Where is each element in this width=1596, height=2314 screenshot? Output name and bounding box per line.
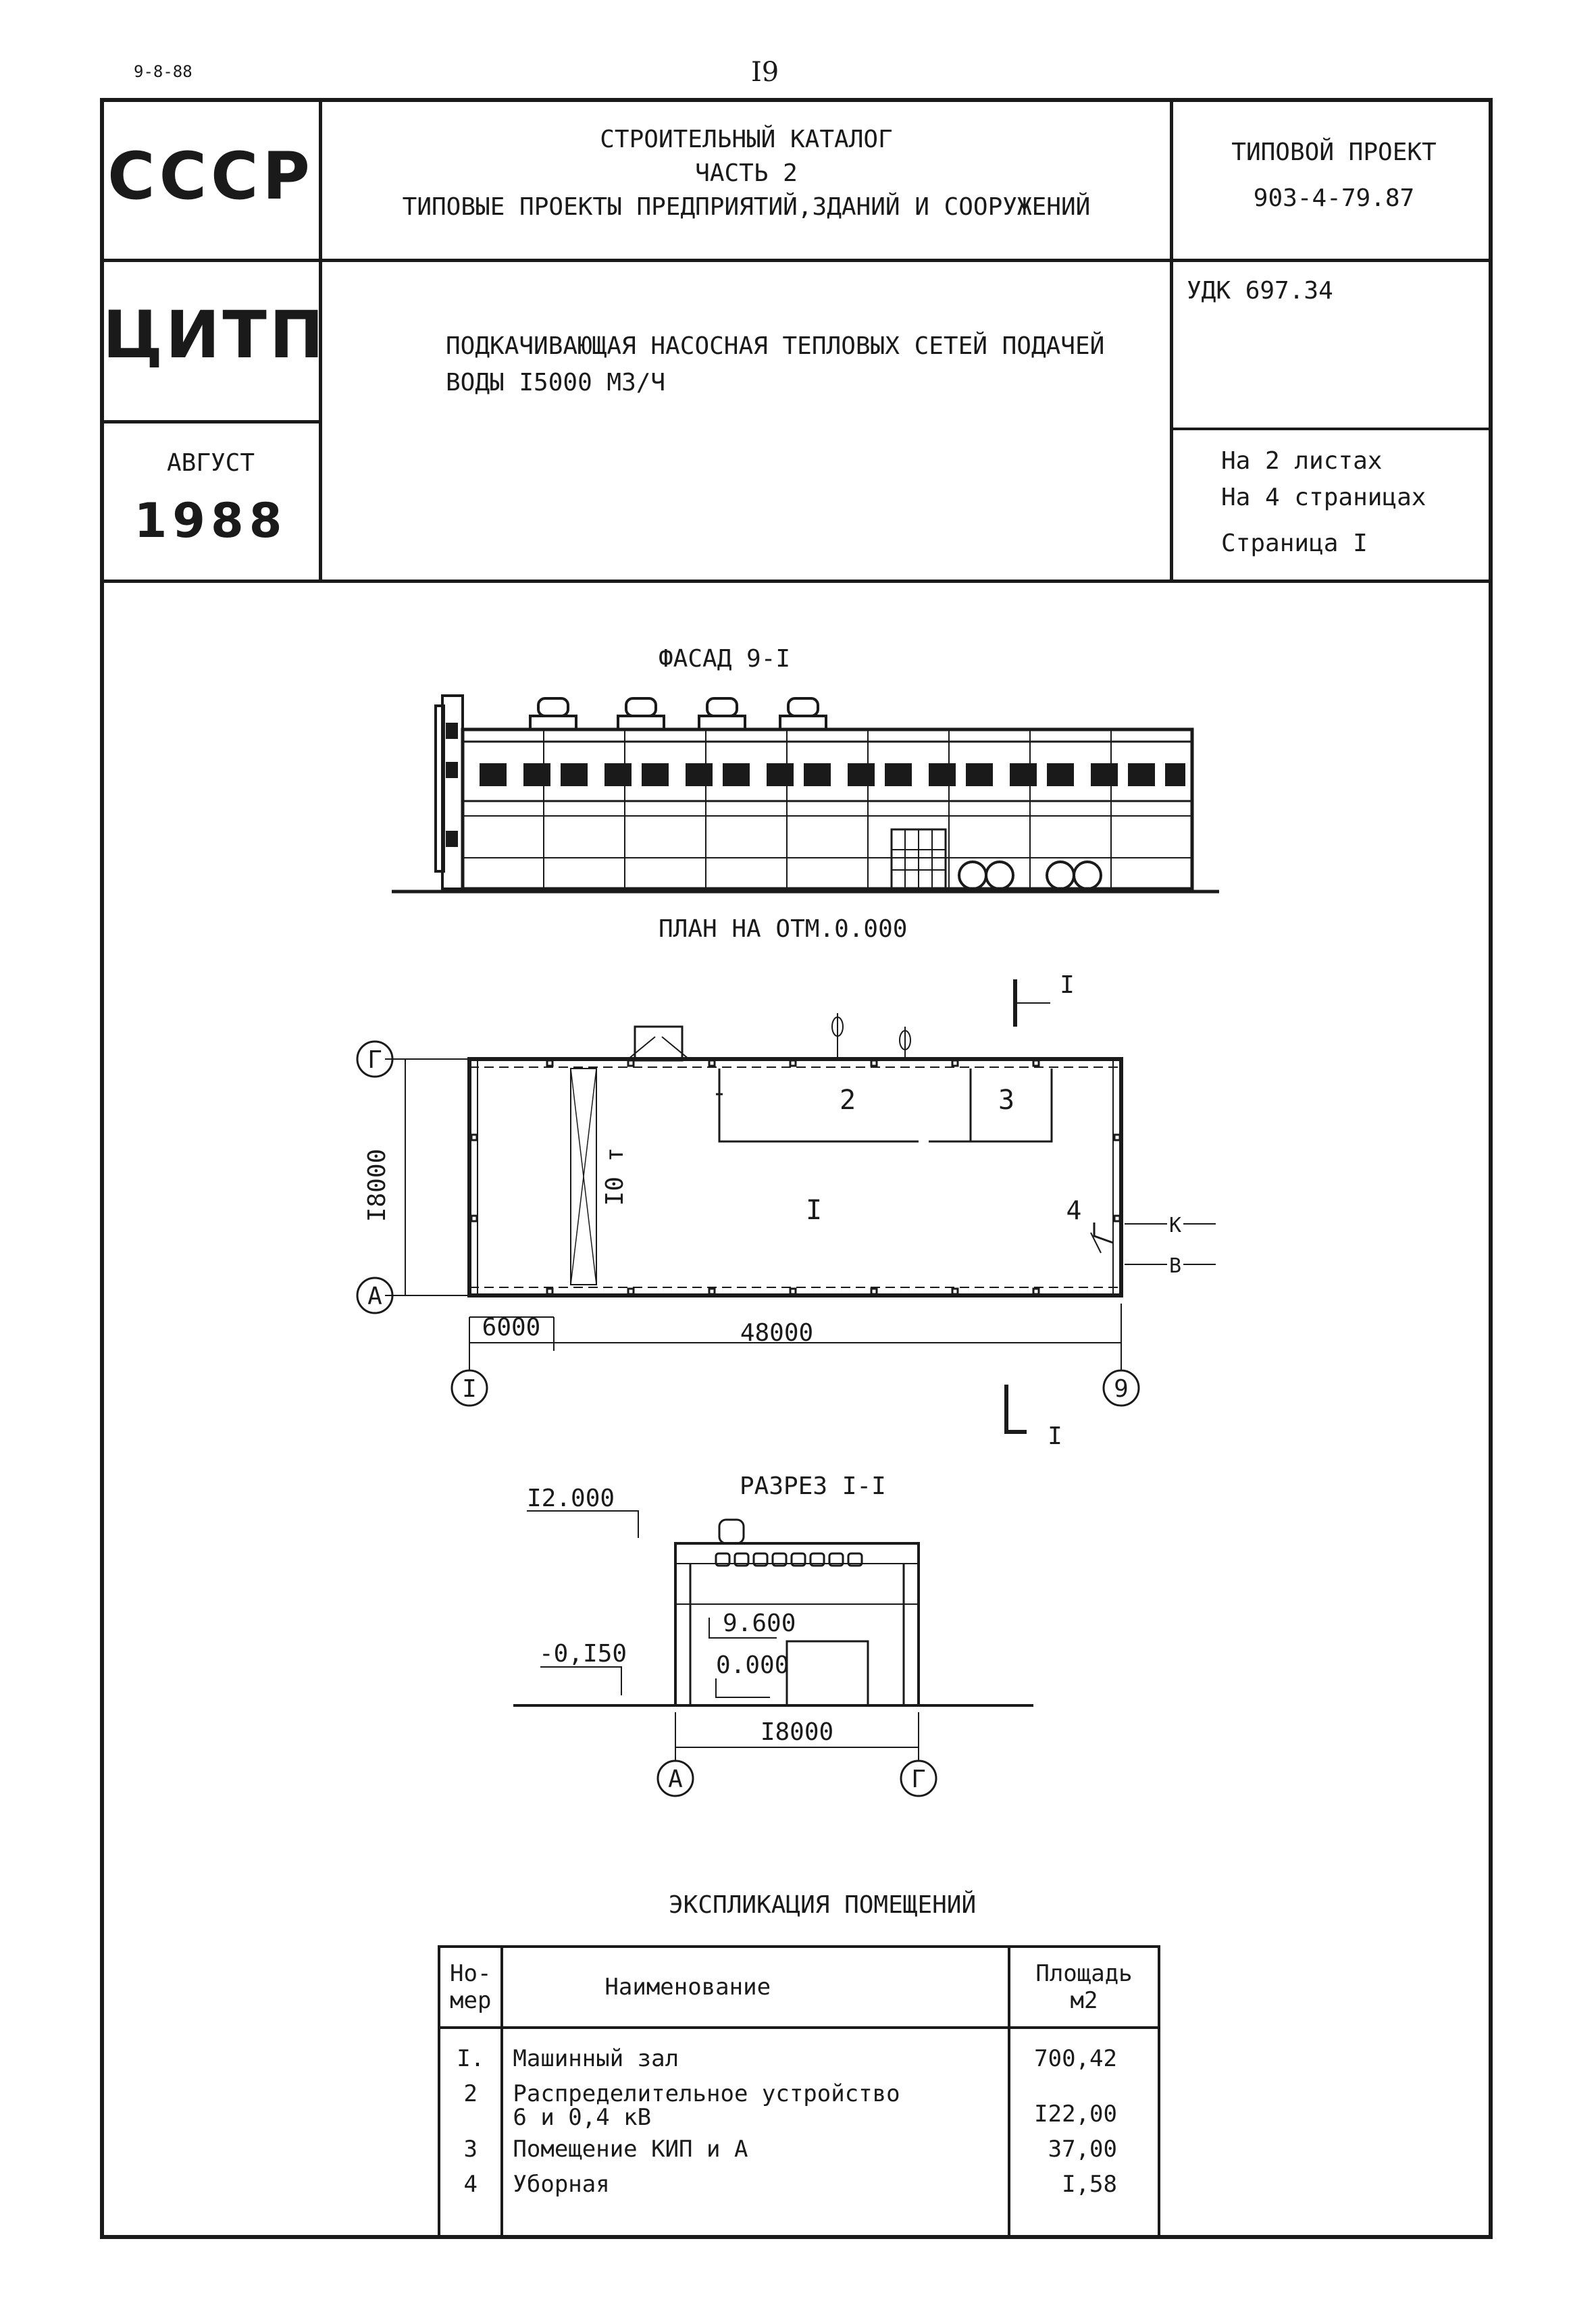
window-band <box>446 723 1185 847</box>
plan-axis-g: Г <box>367 1046 382 1074</box>
explication-title: ЭКСПЛИКАЦИЯ ПОМЕЩЕНИЙ <box>669 1891 977 1919</box>
sheet-info: На 2 листах На 4 страницах Страница I <box>1221 443 1426 562</box>
room-3-label: 3 <box>998 1085 1014 1116</box>
table-row: 2 Распределительное устройство 6 и 0,4 к… <box>437 2076 1160 2132</box>
header-number: Но- мер <box>437 1945 504 2029</box>
elev-zero: 0.000 <box>716 1651 789 1679</box>
catalog-title: СТРОИТЕЛЬНЫЙ КАТАЛОГ <box>600 126 893 153</box>
project-block: ТИПОВОЙ ПРОЕКТ 903-4-79.87 <box>1175 130 1493 222</box>
title-line-1: ПОДКАЧИВАЮЩАЯ НАСОСНАЯ ТЕПЛОВЫХ СЕТЕЙ ПО… <box>446 332 1105 360</box>
pages-count: На 4 страницах <box>1221 484 1426 511</box>
facade-title: ФАСАД 9-I <box>659 645 791 673</box>
ussr-label: СССР <box>107 138 314 214</box>
header-area: Площадь м2 <box>1008 1945 1160 2029</box>
citp-label: ЦИТП <box>103 297 327 373</box>
section-axis-g: Г <box>911 1766 926 1793</box>
plan-axis-a: А <box>367 1283 382 1310</box>
room-1-label: I <box>806 1195 822 1226</box>
header-bottom-border <box>100 580 1493 583</box>
table-row: 4 Уборная I,58 <box>437 2167 1160 2236</box>
page-number: I9 <box>751 57 779 88</box>
udk-code: УДК 697.34 <box>1187 277 1333 305</box>
label-v: В <box>1169 1254 1181 1278</box>
sheets-count: На 2 листах <box>1221 447 1383 475</box>
header-name: Наименование <box>500 1945 1010 2029</box>
header-row-divider-3 <box>1170 428 1493 430</box>
header-row-divider-1 <box>100 259 1493 262</box>
title-line-2: ВОДЫ I5000 М3/Ч <box>446 369 666 396</box>
catalog-header: СТРОИТЕЛЬНЫЙ КАТАЛОГ ЧАСТЬ 2 ТИПОВЫЕ ПРО… <box>324 123 1168 224</box>
plan-drawing: Г А I 9 I8000 6000 48000 I0 т I 2 3 4 К … <box>356 971 1216 1450</box>
section-title: РАЗРЕЗ I-I <box>740 1472 886 1500</box>
plan-dim-6000: 6000 <box>482 1314 541 1341</box>
table-row: 3 Помещение КИП и А 37,00 <box>437 2132 1160 2167</box>
plan-title: ПЛАН НА ОТМ.0.000 <box>659 915 908 943</box>
plan-dim-48000: 48000 <box>740 1319 813 1347</box>
plan-dim-height: I8000 <box>363 1149 391 1222</box>
section-mark-bottom: I <box>1048 1422 1062 1450</box>
document-title: ПОДКАЧИВАЮЩАЯ НАСОСНАЯ ТЕПЛОВЫХ СЕТЕЙ ПО… <box>446 328 1162 401</box>
crane-label: I0 т <box>601 1148 629 1206</box>
project-label: ТИПОВОЙ ПРОЕКТ <box>1231 138 1437 166</box>
project-code: 903-4-79.87 <box>1253 184 1415 212</box>
plan-axis-9: 9 <box>1114 1375 1129 1403</box>
table-row: I. Машинный зал 700,42 <box>437 2028 1160 2076</box>
elev-mid: 9.600 <box>723 1610 796 1637</box>
page-frame <box>100 98 1493 2239</box>
current-page: Страница I <box>1221 530 1368 557</box>
header-divider-right <box>1170 98 1173 581</box>
section-dim-width: I8000 <box>761 1718 833 1746</box>
catalog-part: ЧАСТЬ 2 <box>695 159 798 187</box>
catalog-subtitle: ТИПОВЫЕ ПРОЕКТЫ ПРЕДПРИЯТИЙ,ЗДАНИЙ И СОО… <box>402 193 1091 221</box>
explication-table: Но- мер Наименование Площадь м2 I. Машин… <box>437 1945 1160 2236</box>
header-row-divider-2 <box>100 420 322 423</box>
facade-drawing <box>392 694 1219 894</box>
month-label: АВГУСТ <box>166 449 255 477</box>
year-label: 1988 <box>134 493 288 548</box>
section-drawing: I2.000 9.600 -0,I50 0.000 I8000 А Г <box>513 1485 1033 1797</box>
room-4-label: 4 <box>1066 1195 1082 1225</box>
elev-ground: -0,I50 <box>539 1640 627 1668</box>
plan-axis-1: I <box>462 1375 477 1403</box>
table-header-row: Но- мер Наименование Площадь м2 <box>437 1945 1160 2029</box>
roof-ventilators <box>529 697 827 731</box>
header-divider-left <box>319 98 322 581</box>
section-mark-top: I <box>1060 971 1075 999</box>
room-2-label: 2 <box>840 1085 856 1116</box>
section-axis-a: А <box>668 1766 683 1793</box>
label-k: К <box>1169 1214 1181 1237</box>
elev-top: I2.000 <box>527 1485 615 1512</box>
document-date: 9-8-88 <box>134 62 192 81</box>
